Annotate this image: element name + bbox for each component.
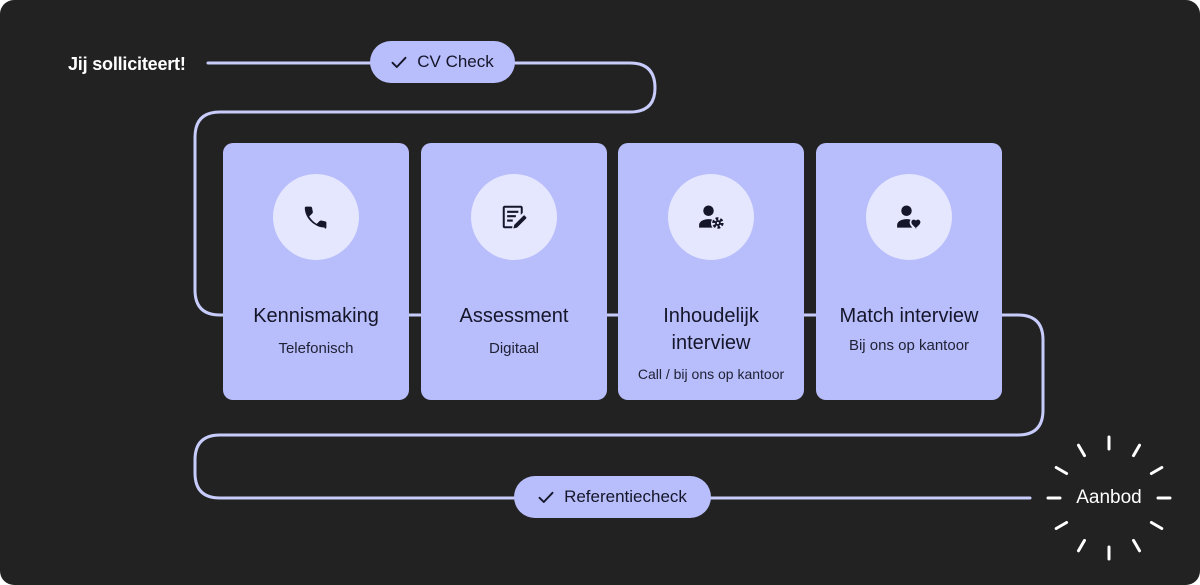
step-subtitle: Bij ons op kantoor <box>848 337 970 354</box>
step-title: Assessment <box>459 305 569 327</box>
sparkle-ray <box>1054 521 1069 530</box>
step-subtitle: Telefonisch <box>278 340 354 357</box>
step-title: Match interview <box>839 305 979 327</box>
sparkle-burst-icon <box>1046 435 1172 561</box>
person-heart-icon <box>897 205 921 229</box>
sparkle-ray <box>1149 521 1164 530</box>
step-subtitle: Call / bij ons op kantoor <box>637 366 785 382</box>
step-card-inhoudelijk-interview: Inhoudelijk interview Call / bij ons op … <box>618 143 804 400</box>
step-icon-circle <box>471 174 557 260</box>
track-line <box>193 61 1045 500</box>
check-icon <box>391 56 407 68</box>
referentiecheck-pill: Referentiecheck <box>514 476 711 518</box>
sparkle-ray <box>1077 538 1086 553</box>
sparkle-ray <box>1077 443 1086 458</box>
sparkle-ray <box>1132 538 1141 553</box>
step-title: Kennismaking <box>253 305 379 327</box>
cv-check-label: CV Check <box>417 52 494 71</box>
person-gear-icon <box>699 205 724 229</box>
step-icon-circle <box>866 174 952 260</box>
sparkle-ray <box>1054 466 1069 475</box>
cv-check-pill: CV Check <box>370 41 515 83</box>
step-icon-circle <box>273 174 359 260</box>
edit-document-icon <box>502 205 527 229</box>
referentiecheck-label: Referentiecheck <box>564 487 687 506</box>
step-card-match-interview: Match interview Bij ons op kantoor <box>816 143 1002 400</box>
step-icon-circle <box>668 174 754 260</box>
sparkle-ray <box>1149 466 1164 475</box>
step-card-kennismaking: Kennismaking Telefonisch <box>223 143 409 400</box>
step-title: Inhoudelijk interview <box>663 305 759 354</box>
step-subtitle: Digitaal <box>488 340 540 357</box>
end-label: Aanbod <box>1076 487 1142 508</box>
sparkle-ray <box>1132 443 1141 458</box>
check-icon <box>538 491 554 503</box>
start-label: Jij solliciteert! <box>68 54 186 74</box>
phone-icon <box>304 206 327 229</box>
step-card-assessment: Assessment Digitaal <box>421 143 607 400</box>
